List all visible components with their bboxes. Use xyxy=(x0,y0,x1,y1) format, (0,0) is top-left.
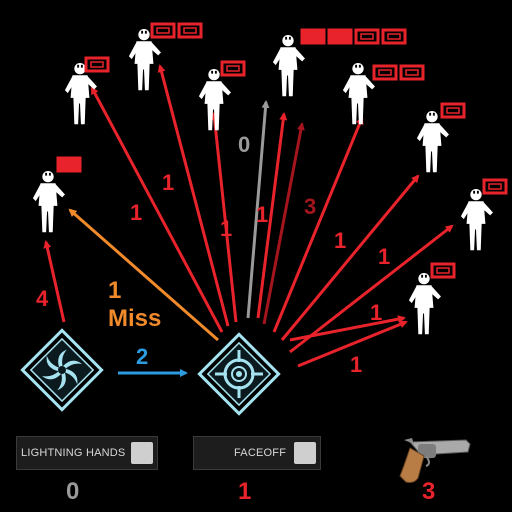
enemy-9-health-pip-inner xyxy=(436,267,450,274)
enemy-9[interactable] xyxy=(408,272,441,335)
label-miss: Miss xyxy=(108,305,161,332)
arrow-faceoff-enemy-5-red xyxy=(256,112,288,319)
enemy-5[interactable] xyxy=(272,34,305,97)
lightning-hands-label: LIGHTNING HANDS xyxy=(21,447,126,459)
enemy-3-health-pip-inner xyxy=(183,27,197,34)
enemy-8[interactable] xyxy=(460,188,493,251)
faceoff-icon xyxy=(294,442,316,464)
enemy-1[interactable] xyxy=(32,170,65,233)
label-faceoff-2: 1 xyxy=(130,200,142,225)
arrow-faceoff-enemy-5-gray xyxy=(246,100,270,319)
enemy-5-health-pip xyxy=(300,28,326,45)
arrow-faceoff-enemy-9 xyxy=(297,320,408,368)
label-faceoff-5: 1 xyxy=(334,228,346,253)
label-miss-count: 1 xyxy=(108,277,121,304)
enemy-5-health-pip-inner xyxy=(360,33,374,40)
faceoff-count: 1 xyxy=(238,478,252,505)
label-faceoff-gray: 0 xyxy=(238,132,250,157)
label-faceoff-1: 1 xyxy=(162,170,174,195)
arrow-lightning-enemy-1 xyxy=(43,240,66,323)
arrow-faceoff-enemy-9b xyxy=(289,315,406,342)
enemy-8-health-pip-inner xyxy=(488,183,502,190)
enemy-5-health-pip-inner xyxy=(387,33,401,40)
enemy-8-health-pip xyxy=(482,178,508,195)
label-faceoff-8: 1 xyxy=(350,352,362,377)
enemy-6-health-pip xyxy=(372,64,398,81)
label-lightning-enemy: 4 xyxy=(36,286,49,311)
label-lightning-faceoff: 2 xyxy=(136,344,148,369)
enemy-3-health-pip xyxy=(177,22,203,39)
arrow-faceoff-enemy-5-darkred xyxy=(262,122,305,325)
arrow-labels: 4 1 Miss 2 1 1 1 1 0 3 1 1 1 1 xyxy=(36,132,390,377)
arrow-faceoff-enemy-7 xyxy=(280,174,420,341)
enemy-3-health-pip-inner xyxy=(156,27,170,34)
enemy-6-health-pip-inner xyxy=(405,69,419,76)
arrow-faceoff-enemy-8 xyxy=(289,224,454,354)
enemy-7-health-pip xyxy=(440,102,466,119)
arrow-faceoff-enemy-6 xyxy=(272,116,364,333)
enemy-6[interactable] xyxy=(342,62,375,125)
enemy-7[interactable] xyxy=(416,110,449,173)
enemy-2-health-pip xyxy=(84,56,110,73)
label-faceoff-7: 1 xyxy=(370,300,382,325)
enemy-3-health-pip xyxy=(150,22,176,39)
revolver-icon xyxy=(399,438,471,483)
health-pips xyxy=(56,22,508,279)
lightning-arrows xyxy=(43,208,219,377)
faceoff-bar[interactable]: FACEOFF xyxy=(193,436,321,470)
arrow-faceoff-enemy-4 xyxy=(210,112,238,323)
faceoff-ability-icon[interactable] xyxy=(197,332,281,416)
enemy-4[interactable] xyxy=(198,68,231,131)
lightning-hands-icon xyxy=(131,442,153,464)
enemy-7-health-pip-inner xyxy=(446,107,460,114)
enemy-4-health-pip xyxy=(220,60,246,77)
enemy-1-health-pip xyxy=(56,156,82,173)
lightning-hands-ability-icon[interactable] xyxy=(20,328,104,412)
faceoff-arrows xyxy=(90,64,454,368)
enemy-6-health-pip-inner xyxy=(378,69,392,76)
label-faceoff-3: 1 xyxy=(220,216,232,241)
label-faceoff-darkred: 3 xyxy=(304,194,316,219)
revolver-count: 3 xyxy=(422,478,436,505)
arrow-faceoff-enemy-3 xyxy=(157,64,230,327)
enemy-5-health-pip xyxy=(381,28,407,45)
enemy-2-health-pip-inner xyxy=(90,61,104,68)
arrow-lightning-miss xyxy=(68,208,219,342)
lightning-hands-bar[interactable]: LIGHTNING HANDS xyxy=(16,436,158,470)
enemy-4-health-pip-inner xyxy=(226,65,240,72)
lightning-hands-count: 0 xyxy=(66,478,80,505)
faceoff-label: FACEOFF xyxy=(234,447,287,459)
label-faceoff-4: 1 xyxy=(256,202,268,227)
label-faceoff-6: 1 xyxy=(378,244,390,269)
enemy-9-health-pip xyxy=(430,262,456,279)
enemy-5-health-pip xyxy=(327,28,353,45)
enemy-5-health-pip xyxy=(354,28,380,45)
enemy-6-health-pip xyxy=(399,64,425,81)
arrow-faceoff-enemy-2 xyxy=(90,86,224,333)
